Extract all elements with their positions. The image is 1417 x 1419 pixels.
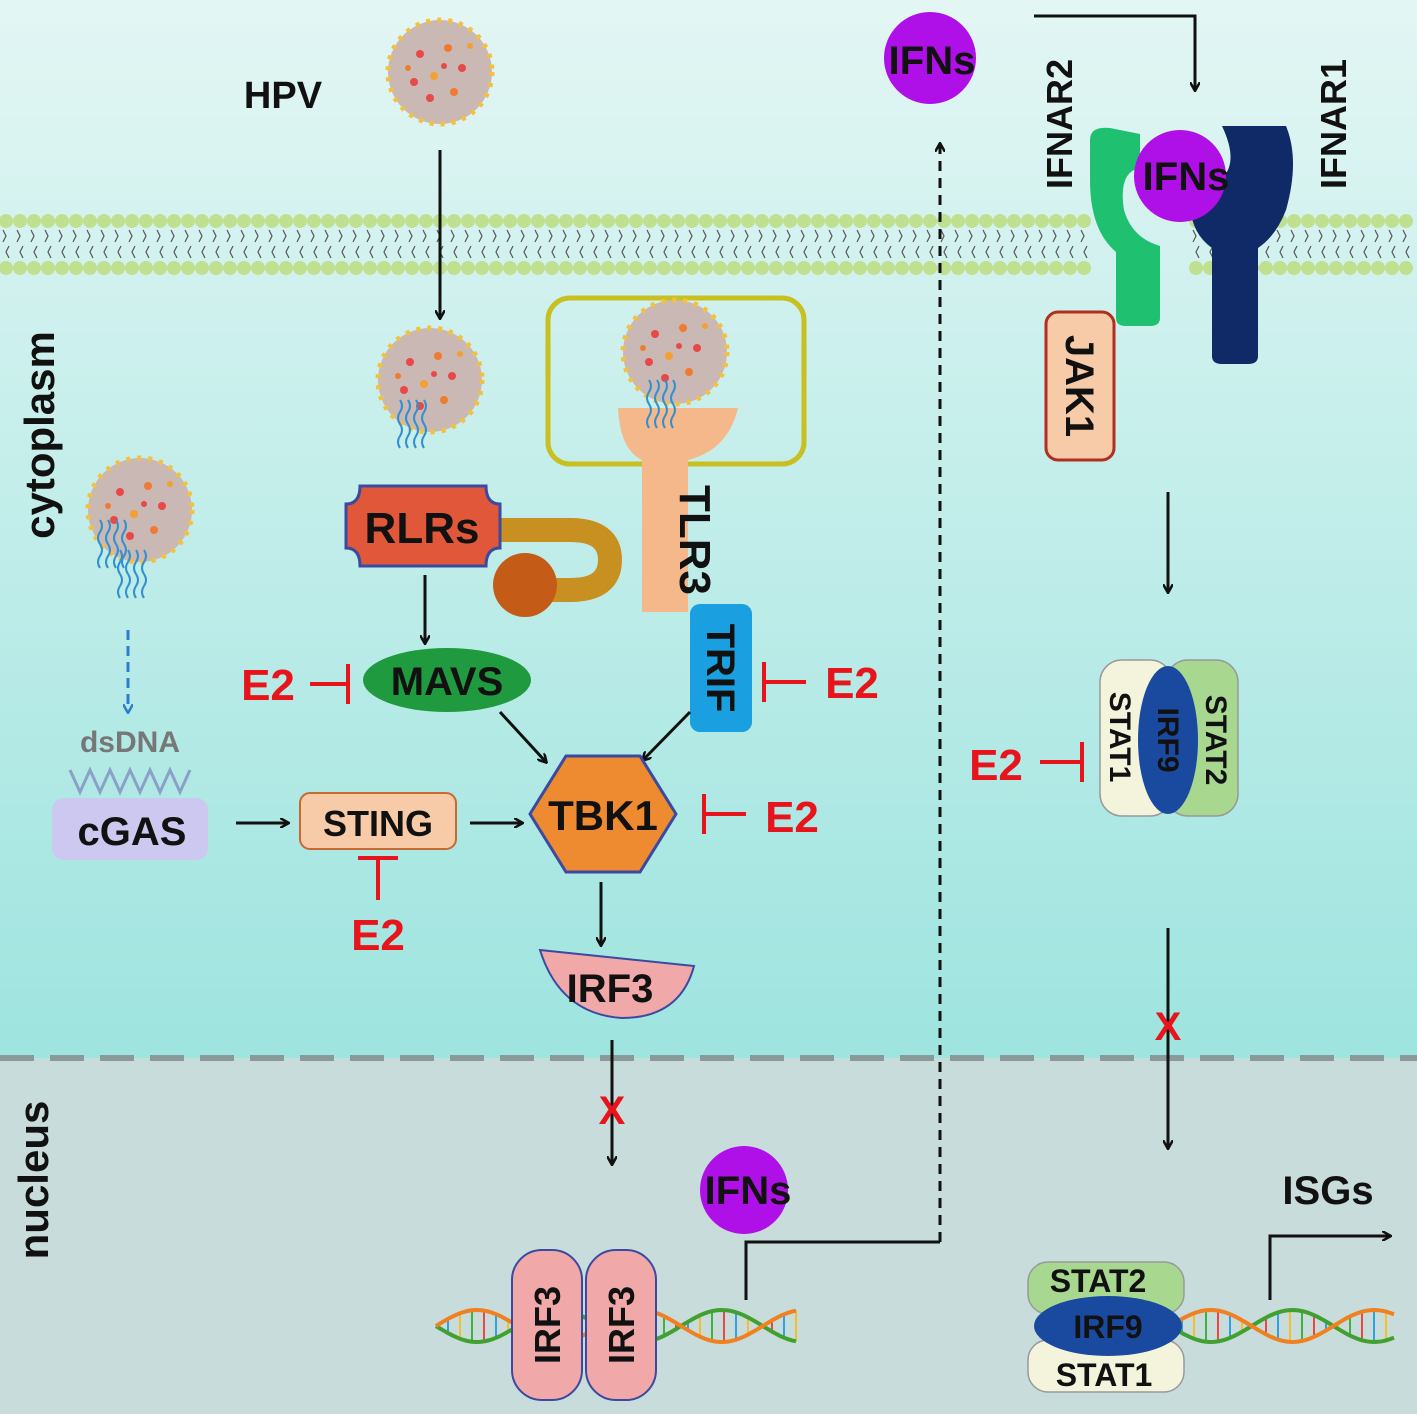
- ifnar1-label: IFNAR1: [1313, 59, 1354, 189]
- irf3-dimer-right-label: IRF3: [601, 1286, 642, 1364]
- hpv-label: HPV: [244, 75, 323, 117]
- tlr3-label: TLR3: [670, 485, 719, 595]
- e2-label-trif: E2: [825, 659, 879, 708]
- e2-label-stat: E2: [969, 741, 1023, 790]
- e2-label-sting: E2: [351, 911, 405, 960]
- rlrs-connector: [478, 518, 623, 602]
- dna-helix-isg: [1168, 1307, 1395, 1345]
- mavs-label: MAVS: [391, 660, 504, 704]
- ifn-nuclear-circle: [700, 1146, 788, 1234]
- ifn-bound-label: IFNs: [1143, 155, 1230, 199]
- trif-label: TRIF: [698, 624, 742, 713]
- trif-to-tbk1-arrow: [643, 710, 692, 760]
- stat1-label-nuc: STAT1: [1056, 1357, 1153, 1393]
- mavs-ellipse: [363, 648, 531, 712]
- ifn-to-receptor-path: [1034, 14, 1195, 90]
- irf3-label: IRF3: [567, 967, 654, 1011]
- dsdna-label: dsDNA: [80, 726, 180, 759]
- e2-inhibits-trif: E2: [762, 659, 879, 708]
- e2-label-tbk1: E2: [765, 793, 819, 842]
- ifnar2-receptor: [1090, 127, 1160, 326]
- irf9-label-cyto: IRF9: [1151, 707, 1184, 772]
- tbk1-label: TBK1: [548, 792, 658, 839]
- cytoplasm-label: cytoplasm: [16, 331, 63, 539]
- irf3-dimer-right: [585, 1249, 657, 1401]
- ifn-secretion-path: [744, 1240, 940, 1300]
- jak1-box: [1044, 310, 1116, 462]
- jak1-label: JAK1: [1057, 335, 1101, 437]
- hpv-virus-icon: [388, 20, 492, 124]
- stat1-label-cyto: STAT1: [1103, 692, 1136, 783]
- ifnar2-label: IFNAR2: [1039, 59, 1080, 189]
- ifn-secreted-label: IFNs: [889, 39, 976, 83]
- rlrs-box: [344, 484, 502, 568]
- irf9-label-nuc: IRF9: [1073, 1309, 1142, 1345]
- e2-inhibits-mavs: E2: [241, 661, 350, 710]
- irf3-crescent: [538, 948, 696, 1020]
- irf3-dimer-left: [511, 1249, 583, 1401]
- plasma-membrane: [0, 214, 1413, 275]
- cgas-box: [52, 798, 208, 860]
- e2-inhibits-tbk1: E2: [702, 793, 819, 842]
- irf3-block-mark: X: [599, 1089, 626, 1133]
- tbk1-hexagon: [528, 754, 678, 874]
- e2-label-mavs: E2: [241, 661, 295, 710]
- dsdna-helix-icon: [68, 766, 192, 796]
- mavs-to-tbk1-arrow: [498, 710, 546, 762]
- e2-inhibits-sting: E2: [351, 856, 405, 960]
- rlrs-card-domain: [493, 553, 557, 617]
- stat-block-mark: X: [1155, 1005, 1182, 1049]
- e2-inhibits-stat: E2: [969, 741, 1084, 790]
- sting-label: STING: [323, 803, 433, 844]
- ifn-bound-circle: [1134, 130, 1226, 222]
- tlr3-receptor: [618, 408, 738, 612]
- trif-box: [690, 604, 752, 732]
- irf3-dimer-left-label: IRF3: [527, 1286, 568, 1364]
- ifn-secreted-circle: [884, 12, 976, 104]
- rlrs-label: RLRs: [365, 504, 480, 553]
- sting-box: [299, 792, 457, 850]
- stat2-label-nuc: STAT2: [1050, 1263, 1147, 1299]
- ifn-nuclear-label: IFNs: [705, 1169, 792, 1213]
- nucleus-label: nucleus: [10, 1101, 57, 1260]
- stat2-label-cyto: STAT2: [1199, 695, 1232, 786]
- isg-transcription-arrow: [1268, 1236, 1390, 1300]
- irf9-subunit-nuc: [1034, 1296, 1182, 1356]
- irf9-subunit-cyto: [1138, 666, 1198, 814]
- nucleus-region: [0, 1058, 1417, 1414]
- isgs-label: ISGs: [1282, 1169, 1373, 1213]
- cgas-label: cGAS: [78, 810, 187, 854]
